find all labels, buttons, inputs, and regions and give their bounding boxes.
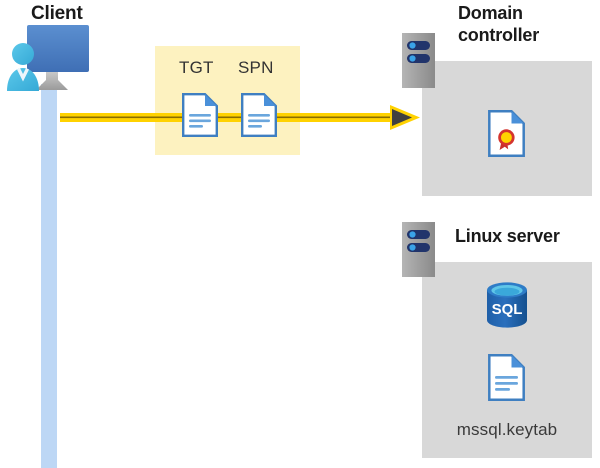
flow-arrow-client-to-dc <box>60 105 420 131</box>
server-rack-icon <box>402 33 435 88</box>
token-label-spn: SPN <box>238 58 274 77</box>
keytab-filename-label: mssql.keytab <box>456 420 558 439</box>
client-lifeline <box>41 84 57 468</box>
sql-label: SQL <box>492 301 523 318</box>
token-label-tgt: TGT <box>179 58 214 77</box>
spn-document-icon <box>241 93 277 137</box>
keytab-document-icon <box>488 354 525 401</box>
client-title: Client <box>31 3 83 24</box>
domain-controller-title: Domain controller <box>458 3 540 45</box>
sql-database-icon: SQL <box>485 281 529 329</box>
token-highlight-band <box>155 46 300 155</box>
server-rack-icon <box>402 222 435 277</box>
linux-server-title: Linux server <box>455 226 560 246</box>
client-workstation-icon <box>6 24 100 96</box>
tgt-document-icon <box>182 93 218 137</box>
certificate-document-icon <box>488 110 525 157</box>
